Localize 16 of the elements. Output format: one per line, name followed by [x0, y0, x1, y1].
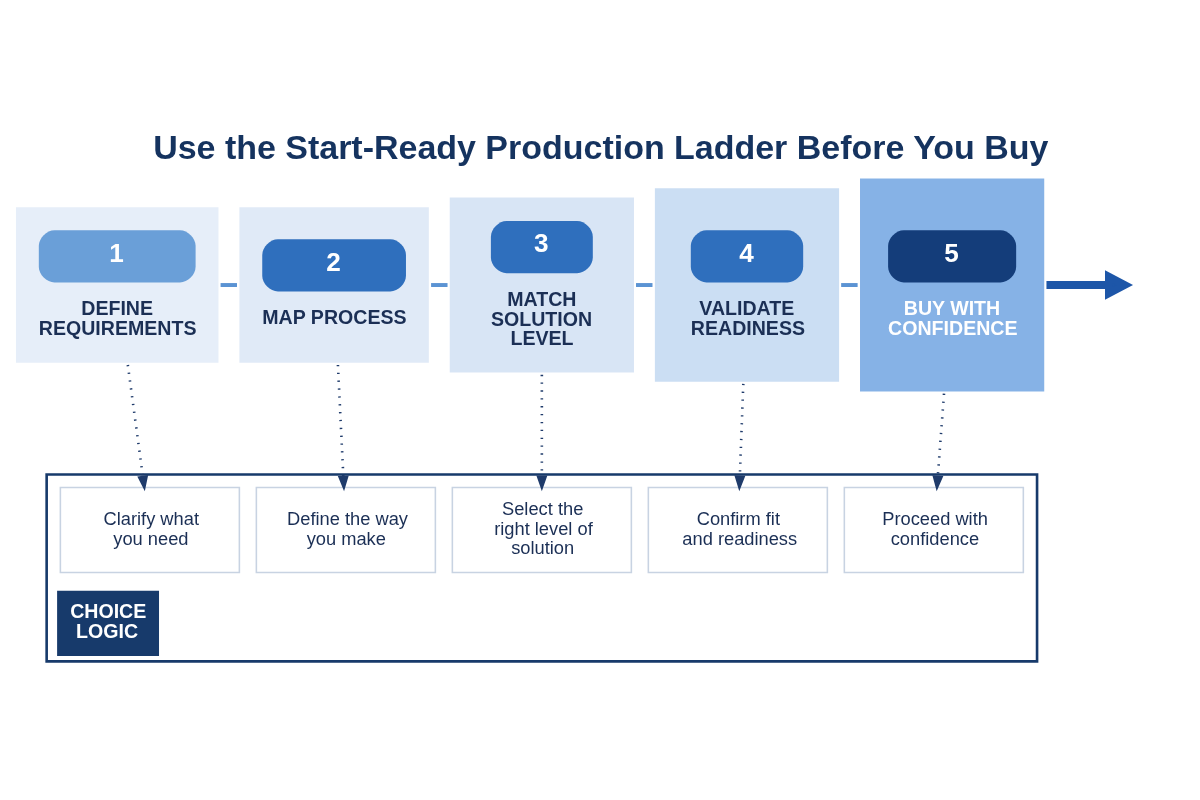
arrow — [1046, 270, 1134, 300]
node-box: Define the way you make — [255, 486, 437, 574]
node-box: Clarify what you need — [59, 486, 241, 574]
connector — [220, 283, 237, 287]
connector — [841, 283, 858, 287]
node-box: Select the right level of solution — [451, 486, 633, 574]
arrow — [932, 393, 946, 492]
node-box: Proceed with confidence — [843, 486, 1025, 574]
arrow — [536, 374, 548, 492]
connector — [431, 283, 448, 287]
node-box: Confirm fit and readiness — [647, 486, 829, 574]
arrow — [336, 364, 349, 492]
arrow — [734, 383, 746, 492]
connector — [636, 283, 653, 287]
arrow — [126, 364, 149, 492]
diagram-title: Use the Start-Ready Production Ladder Before You Buy — [153, 128, 1049, 167]
